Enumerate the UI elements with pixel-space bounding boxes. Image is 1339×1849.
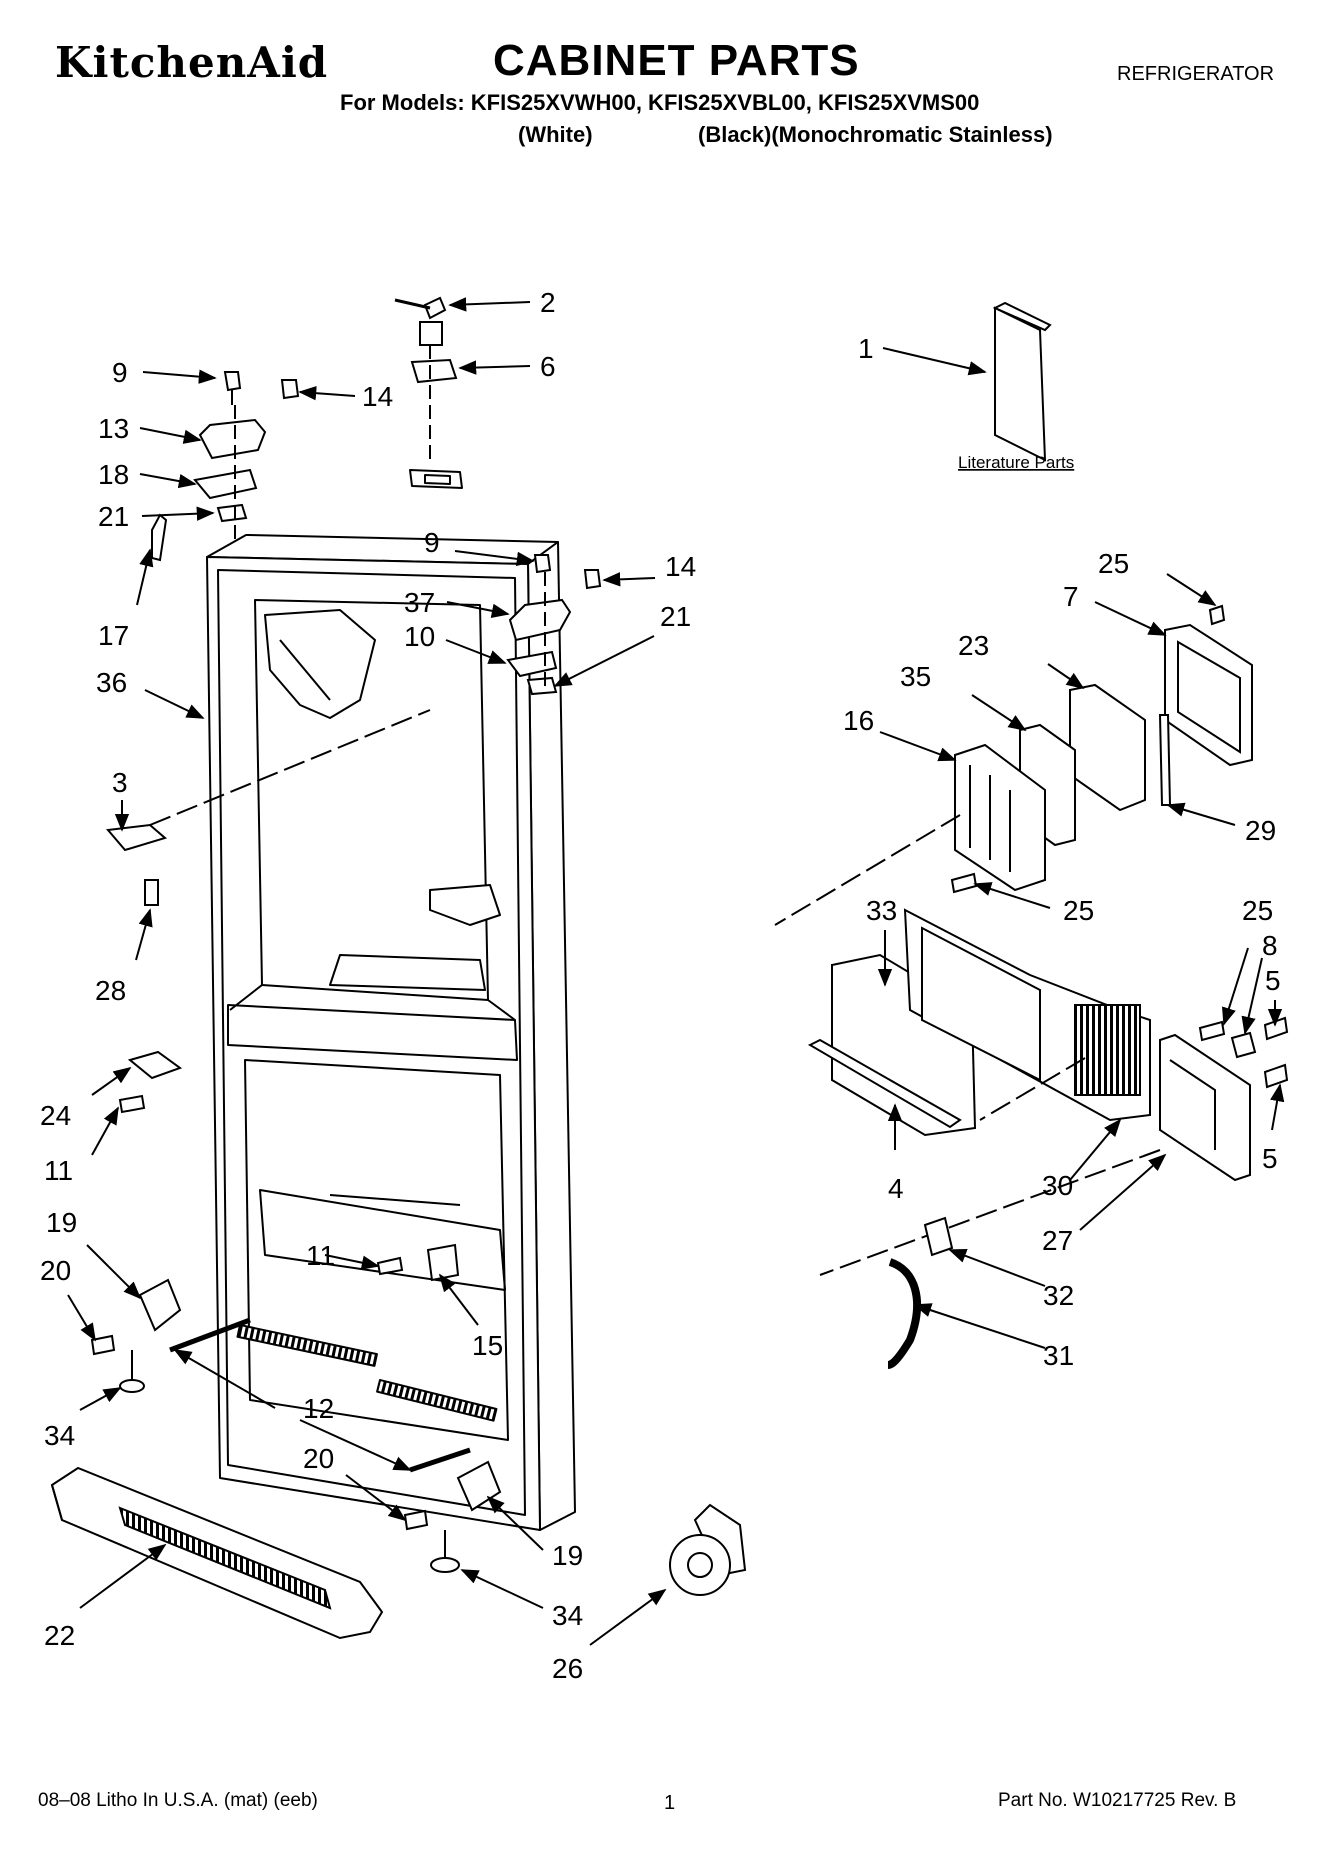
callout-label: 10 [404, 621, 435, 652]
callout-label: 31 [1043, 1340, 1074, 1371]
callout-label: 11 [44, 1155, 73, 1186]
callout-label: 36 [96, 667, 127, 698]
callout-label: 17 [98, 620, 129, 651]
page-number: 1 [664, 1792, 676, 1814]
callout-label: 25 [1242, 895, 1273, 926]
callout-label: 26 [552, 1653, 583, 1684]
top-hinge-parts [151, 296, 602, 696]
callout-label: 20 [40, 1255, 71, 1286]
callout-label: 22 [44, 1620, 75, 1651]
callout-label: 28 [95, 975, 126, 1006]
callout-label: 15 [472, 1330, 503, 1361]
brand-logo: KitchenAid [55, 38, 329, 87]
callout-arrows [67, 297, 1285, 1646]
callout-label: 14 [665, 551, 696, 582]
callout-label: 23 [958, 630, 989, 661]
callout-label: 7 [1063, 581, 1079, 612]
callout-label: 21 [98, 501, 129, 532]
callout-label: 33 [866, 895, 897, 926]
callout-label: 9 [424, 527, 440, 558]
print-info: 08–08 Litho In U.S.A. (mat) (eeb) [38, 1790, 318, 1811]
callout-label: 29 [1245, 815, 1276, 846]
base-grille [50, 1466, 384, 1640]
page-title: CABINET PARTS [493, 36, 860, 85]
callout-label: 20 [303, 1443, 334, 1474]
appliance-category: REFRIGERATOR [1117, 63, 1275, 85]
callout-label: 37 [404, 587, 435, 618]
part-number: Part No. W10217725 Rev. B [998, 1790, 1237, 1811]
callout-label: 34 [44, 1420, 75, 1451]
callout-label: 8 [1262, 930, 1278, 961]
callout-label: 25 [1098, 548, 1129, 579]
callout-label: 4 [888, 1173, 904, 1204]
callout-label: 1 [858, 333, 874, 364]
callout-label: 24 [40, 1100, 71, 1131]
callout-label: 27 [1042, 1225, 1073, 1256]
machine-compartment-parts [669, 604, 1289, 1596]
literature-parts [992, 301, 1052, 462]
callout-label: 19 [46, 1207, 77, 1238]
callout-label: 13 [98, 413, 129, 444]
callout-label: 34 [552, 1600, 583, 1631]
cabinet-body [206, 469, 576, 1531]
callout-label: 11 [306, 1240, 335, 1271]
callout-label: 25 [1063, 895, 1094, 926]
callout-label: 12 [303, 1393, 334, 1424]
callout-label: 9 [112, 357, 128, 388]
variant-black-stainless: (Black)(Monochromatic Stainless) [698, 122, 1053, 147]
callout-label: 16 [843, 705, 874, 736]
callout-label: 6 [540, 351, 556, 382]
callout-label: 30 [1042, 1170, 1073, 1201]
callout-label: 5 [1262, 1143, 1278, 1174]
literature-parts-label: Literature Parts [958, 453, 1074, 472]
callout-label: 32 [1043, 1280, 1074, 1311]
model-list: For Models: KFIS25XVWH00, KFIS25XVBL00, … [340, 90, 980, 115]
variant-white: (White) [518, 122, 593, 147]
callout-label: 14 [362, 381, 393, 412]
callout-labels: 2 6 1 9 14 13 18 21 17 36 9 14 37 10 21 … [40, 287, 1281, 1684]
callout-label: 19 [552, 1540, 583, 1571]
callout-label: 5 [1265, 965, 1281, 996]
callout-label: 21 [660, 601, 691, 632]
callout-label: 2 [540, 287, 556, 318]
callout-label: 18 [98, 459, 129, 490]
callout-label: 35 [900, 661, 931, 692]
callout-label: 3 [112, 767, 128, 798]
